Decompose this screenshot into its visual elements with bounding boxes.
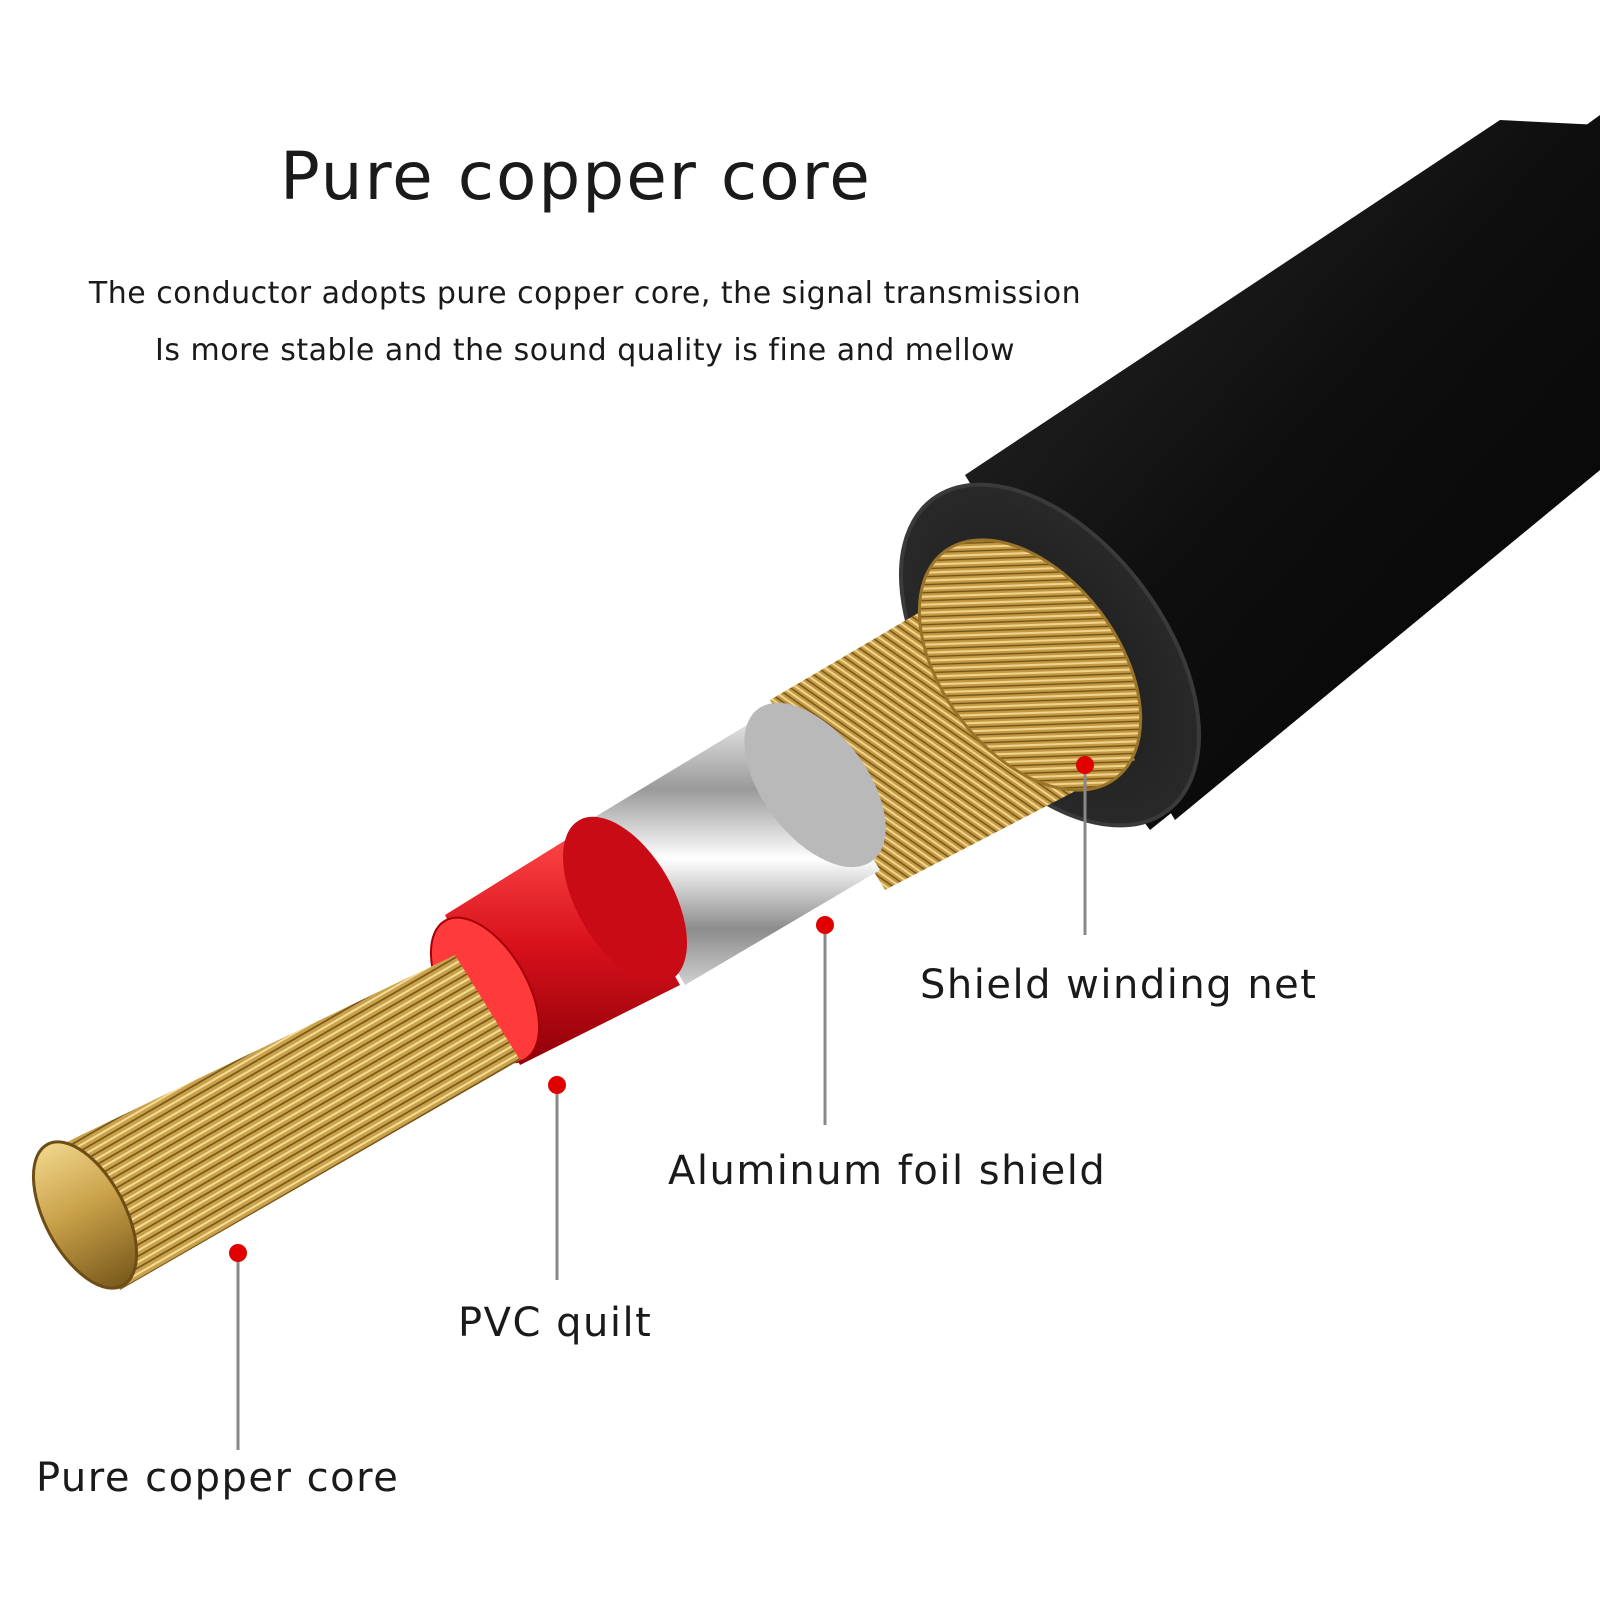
pvc-quilt xyxy=(429,816,687,1065)
marker-dot-shield xyxy=(1076,756,1094,774)
label-pure-copper-core: Pure copper core xyxy=(36,1455,400,1501)
page-title: Pure copper core xyxy=(280,138,872,215)
label-markers xyxy=(229,756,1094,1450)
label-shield-winding-net: Shield winding net xyxy=(920,962,1318,1008)
marker-dot-foil xyxy=(816,916,834,934)
marker-dot-core xyxy=(229,1244,247,1262)
description-line-2: Is more stable and the sound quality is … xyxy=(154,333,1016,368)
description-line-1: The conductor adopts pure copper core, t… xyxy=(88,276,1082,311)
pure-copper-core xyxy=(31,955,520,1290)
label-aluminum-foil-shield: Aluminum foil shield xyxy=(668,1148,1107,1194)
marker-dot-pvc xyxy=(548,1076,566,1094)
label-pvc-quilt: PVC quilt xyxy=(458,1300,653,1346)
